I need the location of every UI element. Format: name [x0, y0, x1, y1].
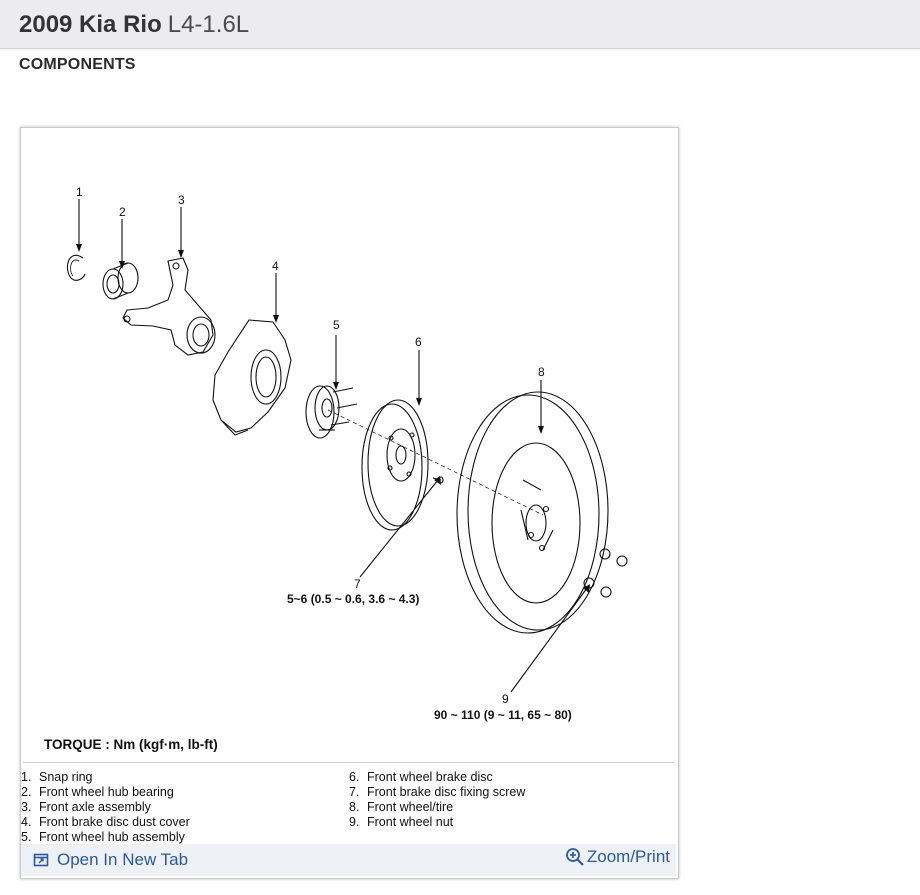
axle-assembly-part [122, 257, 216, 356]
magnifier-plus-icon [565, 848, 584, 866]
brake-disc-part [361, 399, 429, 531]
legend-item: 2. Front wheel hub bearing [21, 785, 190, 800]
callout-8: 8 [538, 365, 545, 379]
legend-item: 7. Front brake disc fixing screw [349, 785, 525, 800]
legend-item: 6. Front wheel brake disc [349, 770, 525, 785]
callout-6: 6 [415, 335, 422, 349]
open-new-tab-icon [33, 853, 49, 867]
hub-bearing-part [102, 262, 139, 300]
torque-value-9: 90 ~ 110 (9 ~ 11, 65 ~ 80) [434, 708, 572, 722]
exploded-view-drawing: 1 2 3 4 5 6 8 7 5~6 (0.5 ~ 0.6, 3.6 ~ 4.… [44, 185, 628, 752]
legend-num: 4. [21, 815, 32, 829]
legend-label: Front wheel hub bearing [39, 785, 174, 799]
legend-item: 1. Snap ring [21, 770, 190, 785]
diagram-footer: Open In New Tab Zoom/Print [21, 844, 676, 876]
legend-item: 5. Front wheel hub assembly [21, 830, 190, 845]
legend-num: 1. [21, 770, 32, 784]
snap-ring-part [66, 254, 86, 281]
diagram-card: 1 2 3 4 5 6 8 7 5~6 (0.5 ~ 0.6, 3.6 ~ 4.… [20, 127, 679, 879]
legend-column-left: 1. Snap ring 2. Front wheel hub bearing 3.… [21, 770, 190, 845]
callout-9: 9 [502, 692, 509, 706]
callout-7: 7 [354, 577, 361, 591]
callout-1: 1 [76, 185, 83, 199]
legend-label: Front wheel hub assembly [39, 830, 185, 844]
legend-num: 3. [21, 800, 32, 814]
legend-item: 3. Front axle assembly [21, 800, 190, 815]
callout-5: 5 [333, 318, 340, 332]
zoom-print-label: Zoom/Print [586, 847, 670, 866]
legend-item: 8. Front wheel/tire [349, 800, 525, 815]
legend-label: Front axle assembly [39, 800, 151, 814]
torque-units-title: TORQUE : Nm (kgf·m, lb-ft) [44, 737, 218, 752]
open-in-new-tab-label: Open In New Tab [57, 850, 189, 869]
legend-label: Front wheel brake disc [367, 770, 493, 784]
legend-num: 6. [349, 770, 360, 784]
legend-label: Front wheel/tire [367, 800, 454, 814]
vehicle-engine: L4-1.6L [167, 11, 250, 38]
callout-3: 3 [178, 193, 185, 207]
legend-label: Front brake disc fixing screw [367, 785, 526, 799]
components-diagram: 1 2 3 4 5 6 8 7 5~6 (0.5 ~ 0.6, 3.6 ~ 4.… [23, 130, 674, 763]
callout-4: 4 [272, 259, 279, 273]
legend-label: Front wheel nut [367, 815, 454, 829]
wheel-tire-part [456, 391, 609, 634]
legend-num: 7. [349, 785, 360, 799]
section-title: COMPONENTS [19, 56, 136, 73]
torque-value-7: 5~6 (0.5 ~ 0.6, 3.6 ~ 4.3) [287, 592, 419, 606]
callout-2: 2 [119, 205, 126, 219]
dust-cover-part [212, 319, 292, 436]
legend-num: 8. [349, 800, 360, 814]
legend-item: 9. Front wheel nut [349, 815, 525, 830]
leader-lines [78, 199, 588, 693]
parts-legend: 1. Snap ring 2. Front wheel hub bearing 3.… [21, 768, 672, 846]
legend-label: Snap ring [39, 770, 93, 784]
open-in-new-tab-link[interactable]: Open In New Tab [33, 850, 188, 870]
legend-item: 4. Front brake disc dust cover [21, 815, 190, 830]
zoom-print-link[interactable]: Zoom/Print [565, 847, 670, 867]
vehicle-make: 2009 Kia Rio [19, 11, 162, 38]
hub-assembly-part [305, 385, 358, 439]
legend-num: 9. [349, 815, 360, 829]
legend-num: 5. [21, 830, 32, 844]
legend-num: 2. [21, 785, 32, 799]
legend-label: Front brake disc dust cover [39, 815, 190, 829]
legend-column-right: 6. Front wheel brake disc 7. Front brake d… [349, 770, 525, 830]
